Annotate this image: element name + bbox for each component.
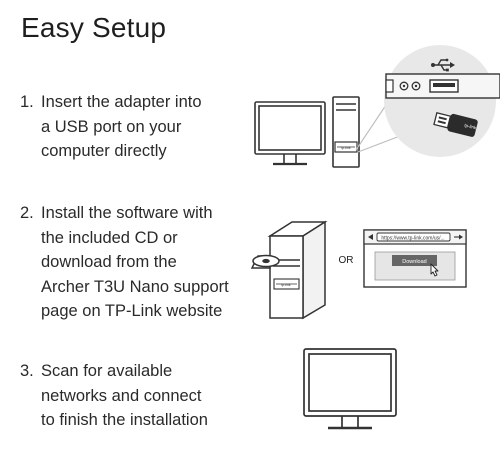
download-button-label: Download bbox=[402, 259, 426, 265]
download-button[interactable] bbox=[392, 255, 437, 266]
step-text: Scan for available networks and connect … bbox=[41, 362, 208, 429]
adapter-brand-label: tp-link bbox=[464, 123, 478, 131]
or-label: OR bbox=[339, 255, 354, 266]
forward-arrow-icon bbox=[454, 234, 463, 240]
step-number: 2. bbox=[20, 204, 34, 222]
tower-brand-label: tp-link bbox=[341, 146, 351, 150]
cursor-hand-icon bbox=[430, 263, 439, 277]
step-text: Insert the adapter into a USB port on yo… bbox=[41, 93, 202, 160]
browser-window bbox=[363, 229, 467, 288]
usb-port-zoom bbox=[384, 45, 500, 157]
step-text: Install the software with the included C… bbox=[41, 204, 229, 320]
tower-brand-label: tp-link bbox=[281, 283, 291, 287]
back-arrow-icon bbox=[368, 234, 373, 240]
browser-url: https://www.tp-link.com/us/... bbox=[381, 236, 444, 242]
desktop-computer-icon bbox=[254, 96, 360, 168]
step-number: 1. bbox=[20, 93, 34, 111]
computer-with-cd-icon bbox=[250, 220, 328, 320]
step-number: 3. bbox=[20, 362, 34, 380]
zoom-pointer bbox=[355, 101, 401, 153]
page-title: Easy Setup bbox=[21, 12, 167, 43]
monitor-icon bbox=[303, 348, 397, 430]
usb-icon bbox=[431, 58, 455, 72]
